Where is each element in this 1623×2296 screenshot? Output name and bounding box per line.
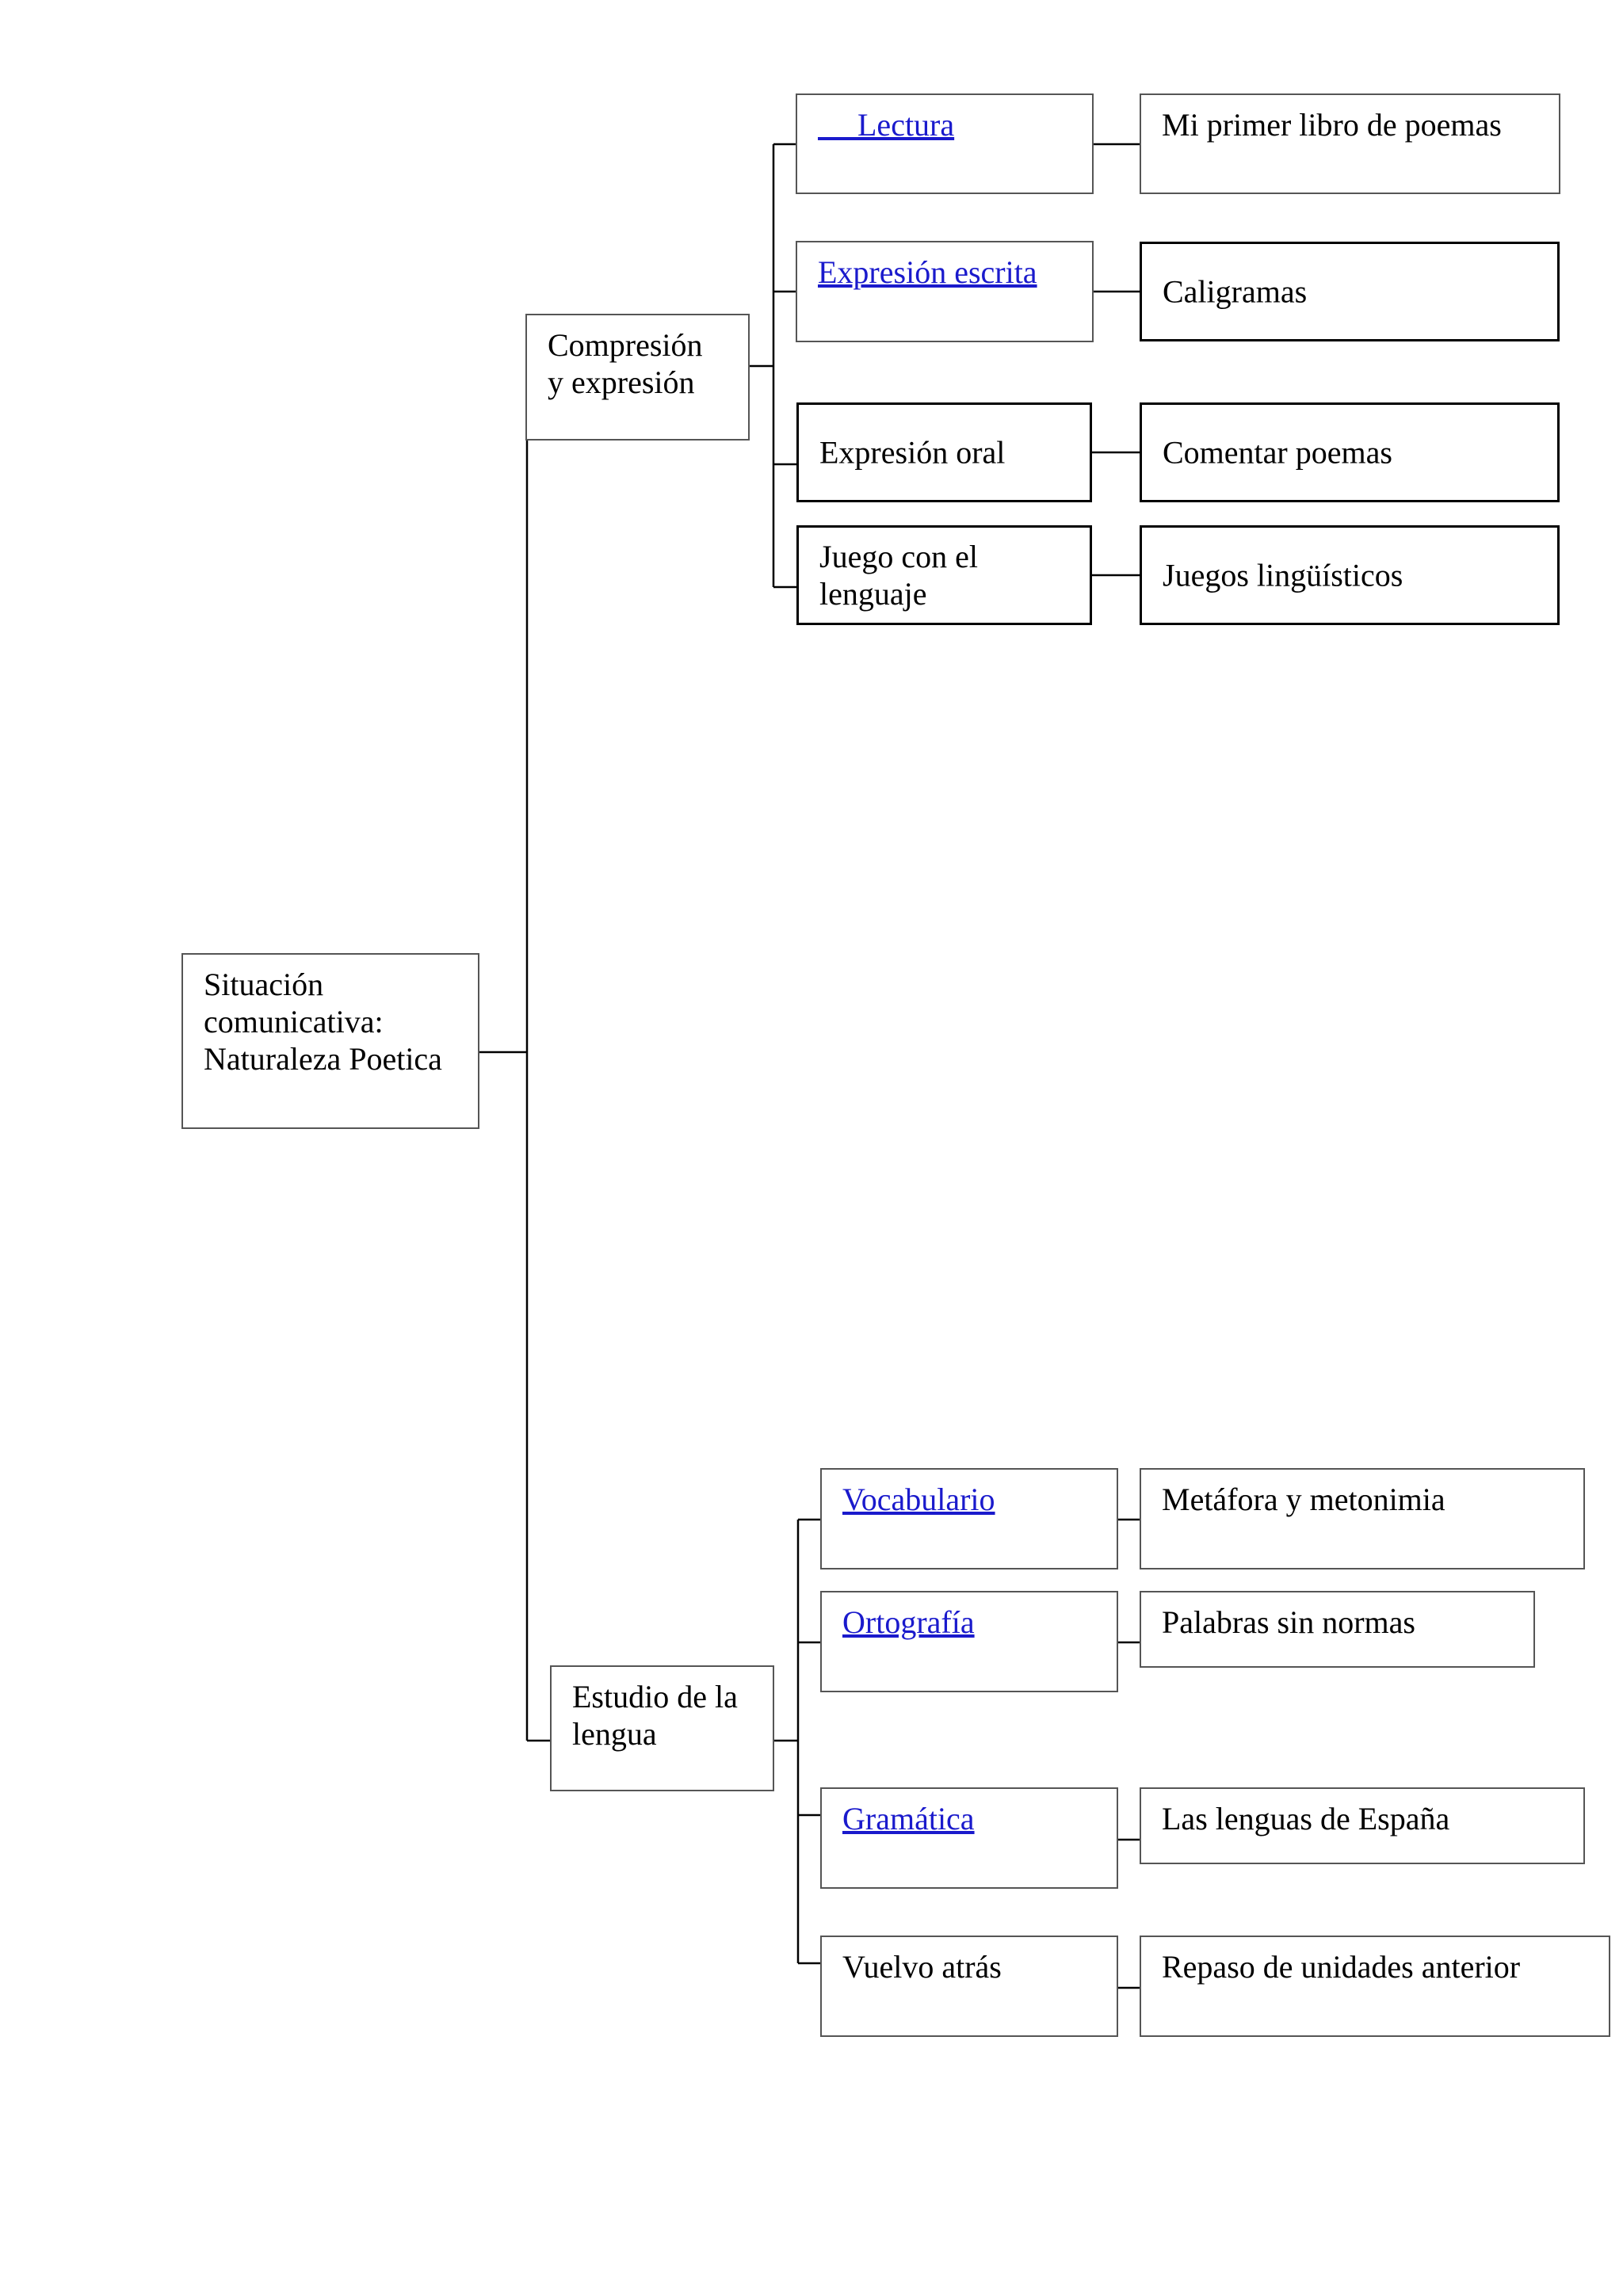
target-node-caligramas: Caligramas — [1140, 242, 1560, 341]
item-link-vocabulario[interactable]: Vocabulario — [842, 1482, 995, 1517]
item-label-expresion-oral: Expresión oral — [819, 434, 1006, 471]
item-node-vuelvo-atras: Vuelvo atrás — [820, 1936, 1118, 2037]
target-node-repaso-unidades: Repaso de unidades anterior — [1140, 1936, 1610, 2037]
branch-node-compresion-label: Compresión y expresión — [548, 327, 703, 400]
item-node-expresion-oral: Expresión oral — [796, 402, 1092, 502]
item-link-lectura[interactable]: Lectura — [818, 107, 955, 143]
target-label-repaso-unidades: Repaso de unidades anterior — [1162, 1949, 1521, 1985]
target-label-metafora: Metáfora y metonimia — [1162, 1482, 1445, 1517]
target-label-lenguas-espana: Las lenguas de España — [1162, 1801, 1450, 1836]
item-node-gramatica[interactable]: Gramática — [820, 1787, 1118, 1889]
target-node-juegos-linguisticos: Juegos lingüísticos — [1140, 525, 1560, 625]
item-node-ortografia[interactable]: Ortografía — [820, 1591, 1118, 1692]
target-node-metafora: Metáfora y metonimia — [1140, 1468, 1585, 1569]
branch-node-compresion: Compresión y expresión — [525, 314, 750, 441]
target-label-juegos-linguisticos: Juegos lingüísticos — [1163, 557, 1403, 593]
item-node-lectura[interactable]: Lectura — [796, 93, 1094, 194]
target-node-mi-primer-libro: Mi primer libro de poemas — [1140, 93, 1560, 194]
item-node-juego-lenguaje: Juego con el lenguaje — [796, 525, 1092, 625]
target-node-palabras-sin-normas: Palabras sin normas — [1140, 1591, 1535, 1668]
item-label-vuelvo-atras: Vuelvo atrás — [842, 1949, 1002, 1985]
target-label-mi-primer-libro: Mi primer libro de poemas — [1162, 107, 1502, 143]
item-label-juego-lenguaje: Juego con el lenguaje — [819, 539, 978, 612]
root-node: Situación comunicativa: Naturaleza Poeti… — [181, 953, 479, 1129]
target-node-comentar-poemas: Comentar poemas — [1140, 402, 1560, 502]
target-label-palabras-sin-normas: Palabras sin normas — [1162, 1604, 1415, 1640]
item-node-expresion-escrita[interactable]: Expresión escrita — [796, 241, 1094, 342]
item-link-gramatica[interactable]: Gramática — [842, 1801, 975, 1836]
target-node-lenguas-espana: Las lenguas de España — [1140, 1787, 1585, 1864]
root-node-label: Situación comunicativa: Naturaleza Poeti… — [204, 967, 442, 1077]
item-link-ortografia[interactable]: Ortografía — [842, 1604, 975, 1640]
branch-node-estudio: Estudio de la lengua — [550, 1665, 774, 1791]
item-link-expresion-escrita[interactable]: Expresión escrita — [818, 254, 1037, 290]
item-node-vocabulario[interactable]: Vocabulario — [820, 1468, 1118, 1569]
target-label-comentar-poemas: Comentar poemas — [1163, 434, 1392, 471]
branch-node-estudio-label: Estudio de la lengua — [572, 1679, 738, 1752]
target-label-caligramas: Caligramas — [1163, 273, 1308, 310]
